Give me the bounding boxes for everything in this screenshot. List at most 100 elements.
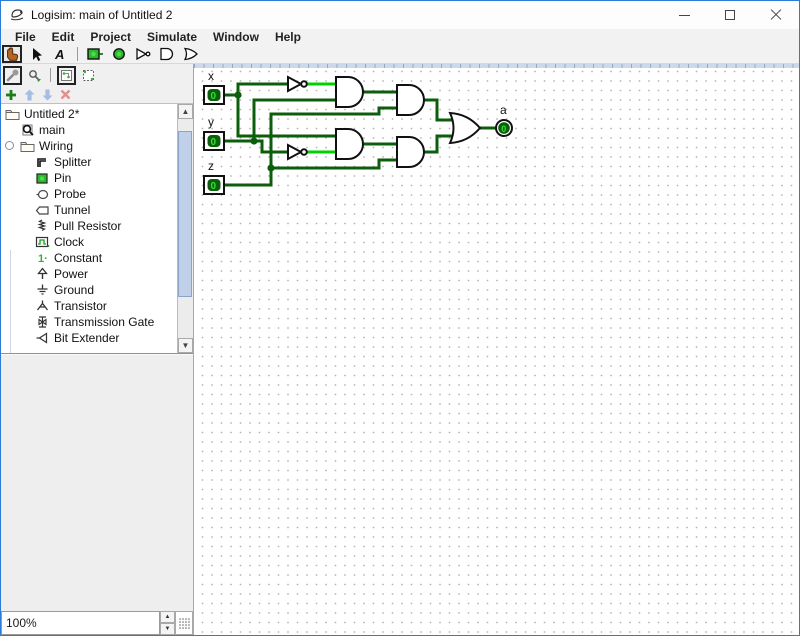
bit-extender-icon <box>35 331 50 345</box>
remove-circuit-button delete-x-icon[interactable] <box>60 89 71 100</box>
circuit-drawing[interactable]: x 0 y 0 z 0 <box>194 68 799 636</box>
svg-text:x: x <box>208 69 214 83</box>
menu-project[interactable]: Project <box>82 30 139 44</box>
close-button[interactable] <box>753 1 799 29</box>
zoom-decrease-icon[interactable]: ▼ <box>160 623 175 635</box>
tree-item-wiring[interactable]: Wiring <box>1 138 177 154</box>
or-gate-tool-button[interactable] <box>181 45 201 63</box>
tree-item-splitter[interactable]: Splitter <box>1 154 177 170</box>
main-toolbar: A <box>1 45 799 64</box>
view-simulation-button[interactable] <box>25 66 44 85</box>
project-tree: Untitled 2* main <box>1 104 177 353</box>
tree-item-power[interactable]: Power <box>1 266 177 282</box>
tree-item-clock[interactable]: Clock <box>1 234 177 250</box>
menu-window[interactable]: Window <box>205 30 267 44</box>
window-title: Logisim: main of Untitled 2 <box>31 8 172 22</box>
output-pin-icon <box>112 47 126 61</box>
power-icon <box>35 267 50 281</box>
not-gate-icon <box>135 47 152 61</box>
tunnel-icon <box>35 203 50 217</box>
and-gate-tool-button[interactable] <box>157 45 177 63</box>
text-tool-button[interactable]: A <box>50 45 70 63</box>
and-gate-icon <box>159 47 175 61</box>
menu-edit[interactable]: Edit <box>44 30 83 44</box>
menu-bar: File Edit Project Simulate Window Help <box>1 29 799 45</box>
splitter-icon <box>35 155 50 169</box>
zoom-increase-icon[interactable]: ▲ <box>160 611 175 623</box>
cursor-arrow-icon <box>30 47 43 62</box>
attribute-panel <box>1 354 193 611</box>
project-explorer-panel: Untitled 2* main <box>1 64 194 635</box>
maximize-icon <box>725 10 735 20</box>
scroll-up-icon[interactable]: ▲ <box>178 104 193 119</box>
tree-scrollbar[interactable]: ▲ ▼ <box>177 104 193 353</box>
folder-icon <box>20 139 35 153</box>
constant-icon: 1· <box>35 251 50 265</box>
edit-layout-button[interactable] <box>57 66 76 85</box>
zoom-level[interactable]: 100% <box>1 611 160 635</box>
grid-icon <box>178 617 191 630</box>
transistor-icon <box>35 299 50 313</box>
wrench-icon <box>6 69 19 82</box>
project-tree-pane: Untitled 2* main <box>1 103 193 354</box>
zoom-spinner[interactable]: ▲ ▼ <box>160 611 175 635</box>
show-grid-button[interactable] <box>175 611 193 635</box>
tree-item-main[interactable]: main <box>1 122 177 138</box>
circuit-canvas[interactable]: x 0 y 0 z 0 <box>194 64 799 635</box>
and-gate <box>397 85 424 115</box>
move-up-button up-arrow-icon[interactable] <box>24 89 35 101</box>
text-tool-icon: A <box>53 47 67 62</box>
close-icon <box>770 9 782 21</box>
svg-text:y: y <box>208 115 214 129</box>
menu-simulate[interactable]: Simulate <box>139 30 205 44</box>
menu-file[interactable]: File <box>7 30 44 44</box>
scrollbar-track[interactable] <box>178 119 193 338</box>
tree-expand-handle[interactable] <box>5 141 14 150</box>
tree-item-pin[interactable]: Pin <box>1 170 177 186</box>
tree-item-root[interactable]: Untitled 2* <box>1 106 177 122</box>
maximize-button[interactable] <box>707 1 753 29</box>
tree-connector-line <box>10 250 11 353</box>
and-gate <box>336 129 363 159</box>
pin-icon <box>35 171 50 185</box>
tree-item-ground[interactable]: Ground <box>1 282 177 298</box>
tree-item-bit-extender[interactable]: Bit Extender <box>1 330 177 346</box>
scrollbar-thumb[interactable] <box>178 131 192 297</box>
output-pin-tool-button[interactable] <box>109 45 129 63</box>
minimize-button[interactable] <box>661 1 707 29</box>
tree-item-constant[interactable]: 1· Constant <box>1 250 177 266</box>
folder-icon <box>5 107 20 121</box>
main-circuit-icon <box>20 123 35 137</box>
probe-icon <box>35 187 50 201</box>
edit-appearance-button[interactable] <box>79 66 98 85</box>
add-circuit-button plus-icon[interactable] <box>5 89 17 101</box>
explorer-toolbar <box>1 64 193 86</box>
poke-tool-button[interactable] <box>2 45 22 63</box>
select-tool-button[interactable] <box>26 45 46 63</box>
input-pin-tool-button[interactable] <box>85 45 105 63</box>
svg-text:1·: 1· <box>38 253 48 265</box>
svg-text:a: a <box>500 103 507 117</box>
simulation-tree-icon <box>28 69 42 82</box>
move-down-button down-arrow-icon[interactable] <box>42 89 53 101</box>
svg-text:z: z <box>208 159 214 173</box>
svg-text:0: 0 <box>501 124 506 134</box>
menu-help[interactable]: Help <box>267 30 309 44</box>
svg-text:0: 0 <box>211 91 217 102</box>
scroll-down-icon[interactable]: ▼ <box>178 338 193 353</box>
project-toolbar <box>1 86 193 103</box>
tree-item-probe[interactable]: Probe <box>1 186 177 202</box>
zoom-status-bar: 100% ▲ ▼ <box>1 611 193 635</box>
svg-text:A: A <box>54 47 64 62</box>
tree-item-transistor[interactable]: Transistor <box>1 298 177 314</box>
tree-item-pull-resistor[interactable]: Pull Resistor <box>1 218 177 234</box>
clock-icon <box>35 235 50 249</box>
tree-item-tunnel[interactable]: Tunnel <box>1 202 177 218</box>
not-gate-tool-button[interactable] <box>133 45 153 63</box>
title-bar[interactable]: Logisim: main of Untitled 2 <box>1 1 799 29</box>
pull-resistor-icon <box>35 219 50 233</box>
minimize-icon <box>679 15 690 16</box>
view-toolbox-button[interactable] <box>3 66 22 85</box>
and-gate <box>336 77 363 107</box>
tree-item-transmission-gate[interactable]: Transmission Gate <box>1 314 177 330</box>
